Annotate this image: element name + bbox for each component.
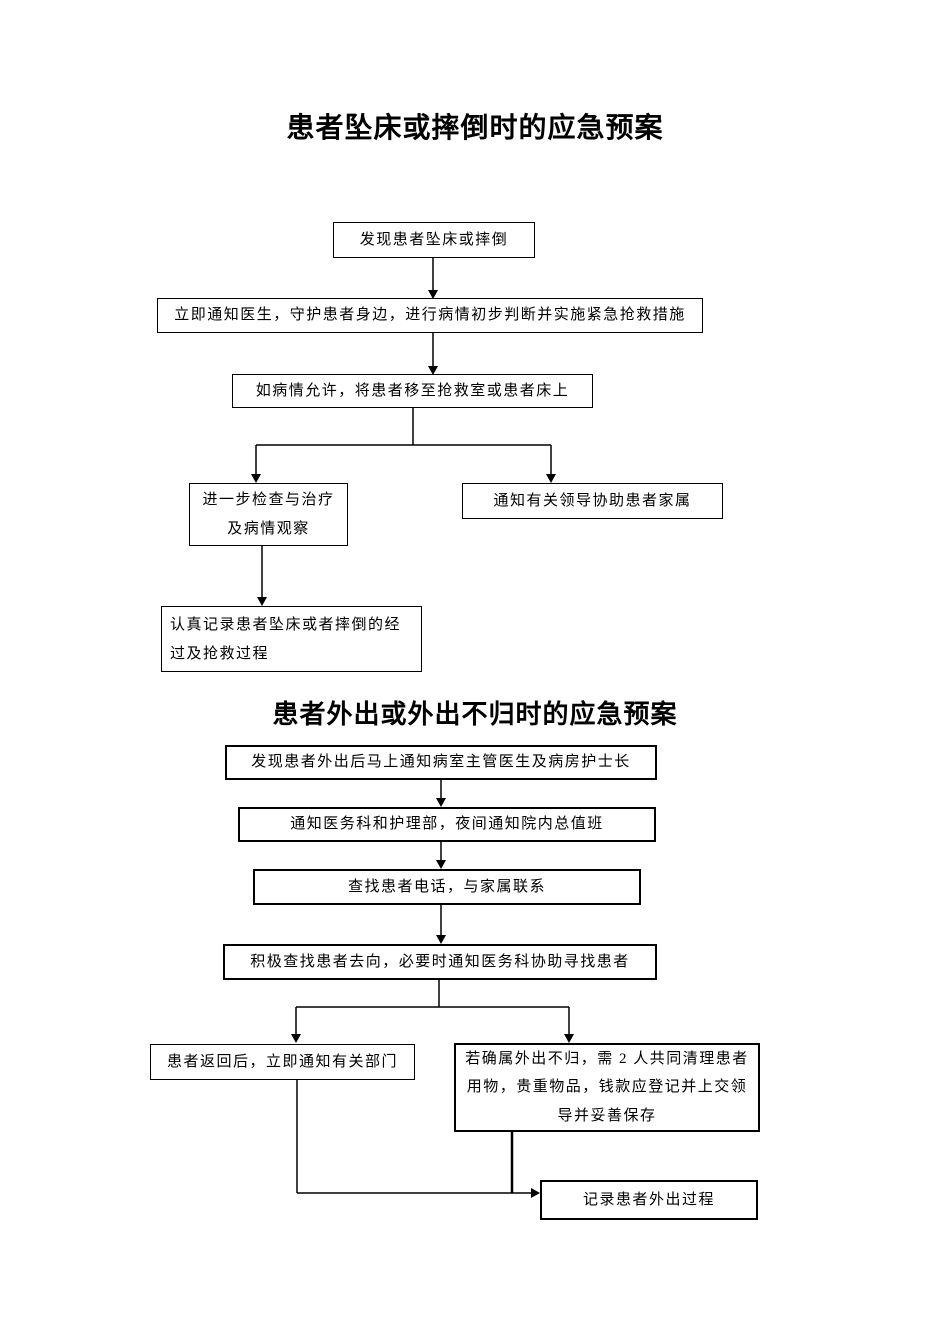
flow2-node-patient-returned: 患者返回后，立即通知有关部门 <box>150 1044 415 1080</box>
flow2-node-discover-out: 发现患者外出后马上通知病室主管医生及病房护士长 <box>225 745 657 780</box>
flow1-node-move-patient: 如病情允许，将患者移至抢救室或患者床上 <box>232 374 593 408</box>
edge-contact-family-to-search-patient <box>436 905 446 944</box>
flow1-node-notify-doctor: 立即通知医生，守护患者身边，进行病情初步判断并实施紧急抢救措施 <box>157 298 703 333</box>
edge-discover-to-notify-doctor <box>428 258 438 299</box>
edge-move-patient-split <box>251 408 556 483</box>
edge-discover-out-to-notify-departments <box>436 780 446 807</box>
flow1-node-record-fall: 认真记录患者坠床或者摔倒的经过及抢救过程 <box>161 606 422 672</box>
flow2-node-contact-family: 查找患者电话，与家属联系 <box>253 869 641 905</box>
flow2-node-search-patient: 积极查找患者去向，必要时通知医务科协助寻找患者 <box>223 944 657 980</box>
flow2-node-record-out: 记录患者外出过程 <box>540 1180 758 1220</box>
flow2-node-not-returned: 若确属外出不归，需 2 人共同清理患者用物，贵重物品，钱款应登记并上交领导并妥善… <box>454 1043 760 1132</box>
flow1-node-discover: 发现患者坠床或摔倒 <box>333 222 535 258</box>
edge-further-check-to-record <box>257 546 267 606</box>
flow1-node-further-check: 进一步检查与治疗及病情观察 <box>189 483 348 546</box>
flow2-node-notify-departments: 通知医务科和护理部，夜间通知院内总值班 <box>238 807 656 842</box>
flow1-node-notify-leaders: 通知有关领导协助患者家属 <box>462 483 723 519</box>
edge-notify-departments-to-contact-family <box>436 842 446 869</box>
flowchart1-title: 患者坠床或摔倒时的应急预案 <box>286 112 664 143</box>
edge-notify-doctor-to-move-patient <box>428 333 438 375</box>
edge-search-patient-split <box>291 980 574 1043</box>
flowchart2-title: 患者外出或外出不归时的应急预案 <box>272 699 678 729</box>
